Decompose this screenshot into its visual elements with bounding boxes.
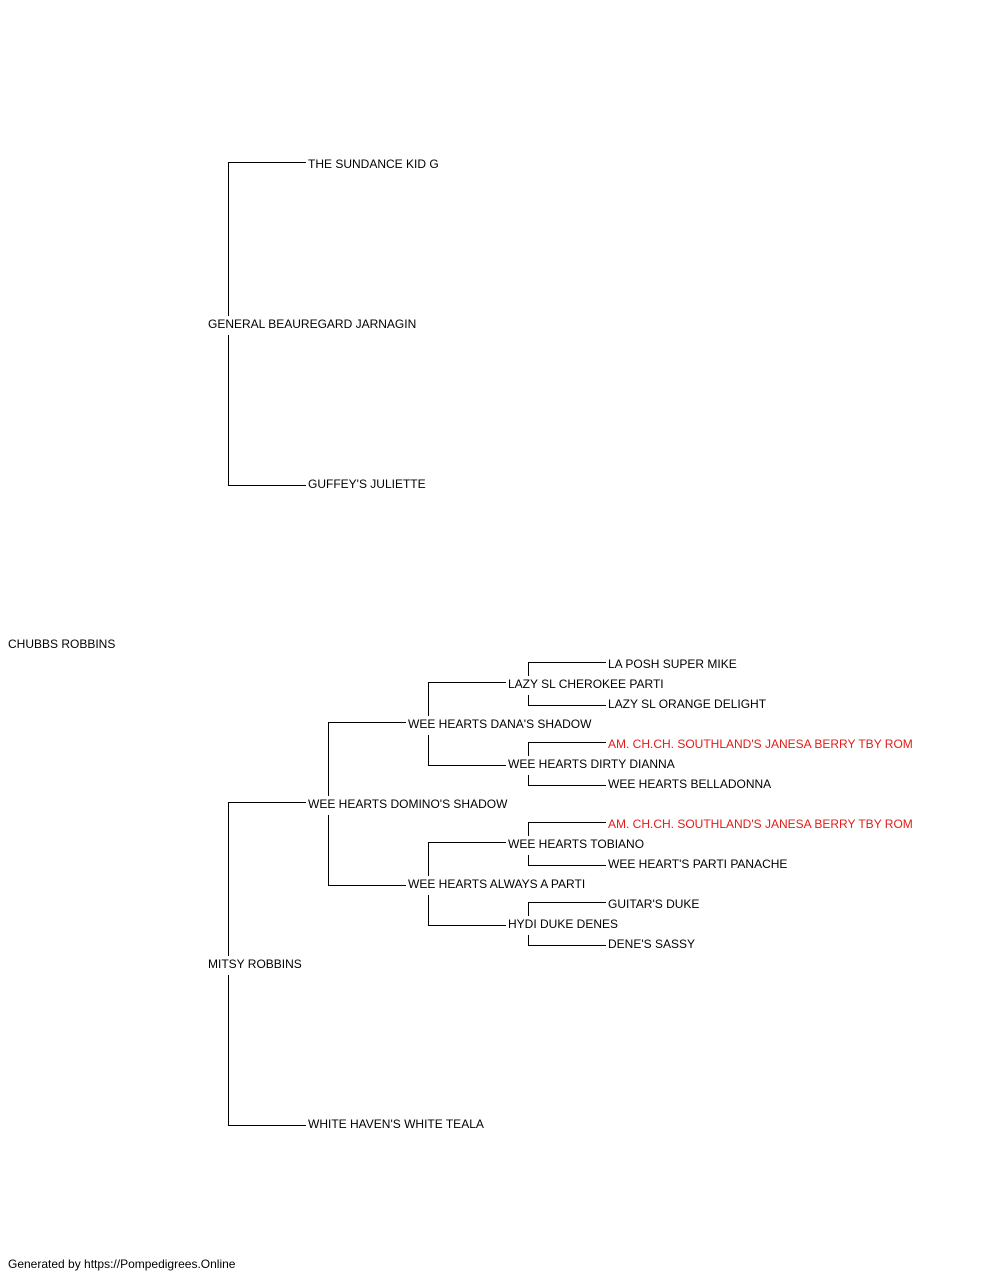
connector-line: [428, 895, 506, 926]
connector-line: [228, 802, 306, 956]
ancestor-name: HYDI DUKE DENES: [508, 917, 619, 931]
connector-line: [528, 695, 606, 706]
connector-line: [428, 735, 506, 766]
generated-by-footer: Generated by https://Pompedigrees.Online: [8, 1257, 236, 1271]
highlighted-ancestor-name: AM. CH.CH. SOUTHLAND'S JANESA BERRY TBY …: [608, 737, 913, 751]
connector-line: [328, 815, 406, 886]
connector-line: [328, 722, 406, 796]
connector-line: [528, 822, 606, 836]
connector-line: [528, 935, 606, 946]
ancestor-name: GUITAR'S DUKE: [608, 897, 700, 911]
ancestor-name: LAZY SL ORANGE DELIGHT: [608, 697, 767, 711]
subject-name: CHUBBS ROBBINS: [8, 637, 116, 651]
dam-name: MITSY ROBBINS: [208, 957, 302, 971]
ancestor-name: WEE HEARTS BELLADONNA: [608, 777, 772, 791]
connector-line: [528, 902, 606, 916]
connector-line: [428, 842, 506, 876]
paternal-grandsire-name: THE SUNDANCE KID G: [308, 157, 439, 171]
ancestor-name: WEE HEARTS DANA'S SHADOW: [408, 717, 592, 731]
ancestor-name: LA POSH SUPER MIKE: [608, 657, 737, 671]
connector-line: [228, 335, 306, 486]
ancestor-name: WEE HEARTS DIRTY DIANNA: [508, 757, 675, 771]
connector-line: [228, 162, 306, 316]
ancestor-name: WEE HEARTS ALWAYS A PARTI: [408, 877, 586, 891]
paternal-granddam-name: GUFFEY'S JULIETTE: [308, 477, 426, 491]
connector-line: [528, 775, 606, 786]
maternal-granddam-name: WHITE HAVEN'S WHITE TEALA: [308, 1117, 484, 1131]
ancestor-name: LAZY SL CHEROKEE PARTI: [508, 677, 664, 691]
connector-line: [228, 975, 306, 1126]
connector-line: [428, 682, 506, 716]
connector-line: [528, 742, 606, 756]
ancestor-name: DENE'S SASSY: [608, 937, 695, 951]
connector-line: [528, 662, 606, 676]
sire-name: GENERAL BEAUREGARD JARNAGIN: [208, 317, 417, 331]
ancestor-name: WEE HEART'S PARTI PANACHE: [608, 857, 788, 871]
connector-line: [528, 855, 606, 866]
maternal-grandsire-name: WEE HEARTS DOMINO'S SHADOW: [308, 797, 508, 811]
ancestor-name: WEE HEARTS TOBIANO: [508, 837, 645, 851]
highlighted-ancestor-name: AM. CH.CH. SOUTHLAND'S JANESA BERRY TBY …: [608, 817, 913, 831]
